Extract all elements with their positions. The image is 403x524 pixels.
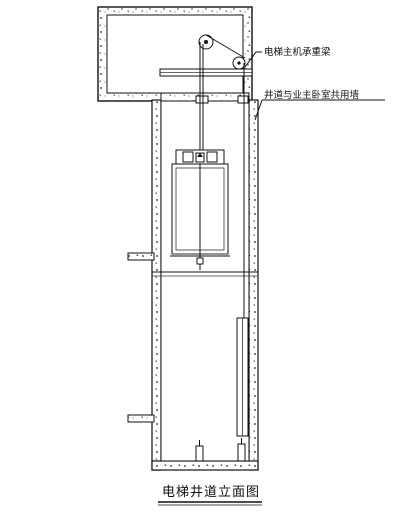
floor-slabs [127, 252, 258, 423]
drawing-title-block: 电梯井道立面图 [158, 485, 262, 506]
drawing-title: 电梯井道立面图 [162, 485, 260, 500]
counterweight-buffer [237, 443, 246, 462]
shaft-top-slab [160, 92, 250, 104]
floor-slab-lower [127, 414, 155, 423]
car-buffer [195, 445, 204, 462]
elevator-car [170, 149, 230, 265]
machine-room [97, 6, 253, 102]
label-shared-wall: 井道与业主卧室共用墙 [264, 89, 360, 101]
counterweight [236, 317, 249, 437]
shaft-right-wall [248, 99, 259, 471]
leader-lines [244, 51, 385, 121]
pit-buffers [195, 438, 246, 462]
machine-support-beam [159, 68, 253, 77]
hoistway [151, 99, 259, 471]
machine-room-interior [106, 14, 244, 94]
label-machine-beam: 电梯主机承重梁 [264, 46, 331, 58]
floor-slab-upper [127, 252, 155, 261]
shaft-pit-floor [151, 460, 259, 471]
